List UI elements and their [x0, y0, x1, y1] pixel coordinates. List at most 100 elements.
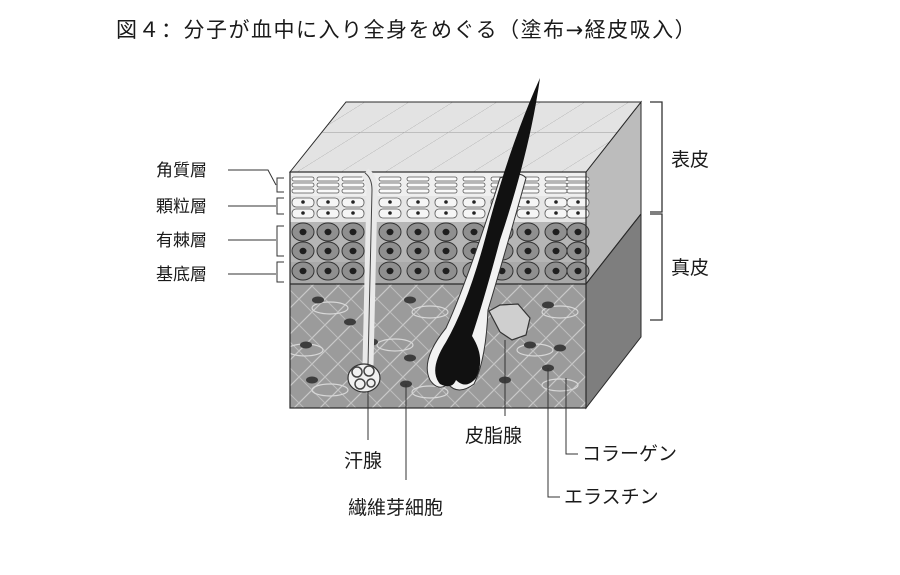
label-elastin: エラスチン	[564, 486, 659, 508]
corneum-cell	[462, 176, 486, 182]
label-collagen: コラーゲン	[582, 443, 677, 465]
corneum-cell	[316, 182, 340, 188]
collagen-fiber	[541, 378, 579, 392]
granular-nucleus	[554, 211, 558, 215]
corneum-cell	[462, 188, 486, 194]
cell-nucleus	[524, 228, 532, 236]
fibroblast-cell	[300, 341, 312, 349]
granular-nucleus	[301, 211, 305, 215]
granular-nucleus	[576, 211, 580, 215]
cell-nucleus	[442, 228, 450, 236]
label-dermis: 真皮	[671, 257, 709, 279]
corneum-cell	[406, 176, 430, 182]
granular-nucleus	[326, 211, 330, 215]
corneum-cell	[291, 188, 315, 194]
corneum-cell	[566, 176, 590, 182]
cell-nucleus	[442, 267, 450, 275]
bracket-granulosum	[276, 197, 284, 215]
cell-nucleus	[414, 228, 422, 236]
label-epidermis: 表皮	[671, 149, 709, 171]
sweat-gland-coil	[347, 363, 381, 393]
cell-nucleus	[442, 247, 450, 255]
corneum-cell	[566, 188, 590, 194]
cell-nucleus	[574, 247, 582, 255]
cell-nucleus	[552, 228, 560, 236]
label-corneum: 角質層	[156, 161, 207, 181]
cell-nucleus	[552, 247, 560, 255]
fibroblast-cell	[404, 354, 416, 362]
label-basale: 基底層	[156, 265, 207, 285]
cell-nucleus	[386, 247, 394, 255]
corneum-cell	[406, 182, 430, 188]
sebaceous-gland	[488, 303, 531, 341]
corneum-cell	[544, 176, 568, 182]
corneum-cell	[291, 176, 315, 182]
leader-elastin	[547, 368, 560, 498]
cell-nucleus	[386, 267, 394, 275]
cell-nucleus	[574, 267, 582, 275]
fibroblast-cell	[312, 296, 324, 304]
leader-collagen	[565, 378, 578, 455]
granular-nucleus	[416, 211, 420, 215]
collagen-fiber	[376, 338, 414, 352]
fibroblast-cell	[524, 341, 536, 349]
cell-nucleus	[524, 247, 532, 255]
leader-corneum	[228, 169, 277, 186]
corneum-cell	[378, 188, 402, 194]
corneum-cell	[566, 182, 590, 188]
corneum-cell	[434, 188, 458, 194]
label-spinosum: 有棘層	[156, 231, 207, 251]
granular-nucleus	[301, 200, 305, 204]
granular-nucleus	[554, 200, 558, 204]
epidermis-brace	[650, 101, 663, 213]
corneum-cell	[341, 188, 365, 194]
granular-nucleus	[351, 200, 355, 204]
collagen-fiber	[541, 305, 579, 319]
cell-nucleus	[414, 267, 422, 275]
granular-nucleus	[416, 200, 420, 204]
skin-surface	[288, 101, 643, 173]
collagen-fiber	[411, 385, 449, 399]
collagen-fiber	[311, 301, 349, 315]
fibroblast-cell	[344, 318, 356, 326]
cell-nucleus	[470, 228, 478, 236]
cell-nucleus	[524, 267, 532, 275]
label-sebaceous-gland: 皮脂腺	[465, 425, 522, 447]
granular-nucleus	[526, 211, 530, 215]
cell-nucleus	[349, 267, 357, 275]
corneum-cell	[434, 182, 458, 188]
label-granulosum: 顆粒層	[156, 197, 207, 217]
corneum-cell	[544, 188, 568, 194]
corneum-cell	[341, 176, 365, 182]
corneum-cell	[544, 182, 568, 188]
granular-nucleus	[388, 200, 392, 204]
fibroblast-cell	[542, 301, 554, 309]
hair	[435, 78, 540, 387]
corneum-cell	[378, 176, 402, 182]
fibroblast-cell	[306, 376, 318, 384]
corneum-cell	[378, 182, 402, 188]
cell-nucleus	[299, 247, 307, 255]
cell-nucleus	[349, 247, 357, 255]
corneum-cell	[316, 176, 340, 182]
diagram-title: 図４：分子が血中に入り全身をめぐる（塗布→経皮吸入）	[116, 18, 698, 42]
corneum-cell	[291, 182, 315, 188]
cell-nucleus	[299, 228, 307, 236]
cell-nucleus	[349, 228, 357, 236]
collagen-fiber	[411, 305, 449, 319]
cell-nucleus	[574, 228, 582, 236]
dermis-brace	[650, 213, 663, 321]
fibroblast-cell	[404, 296, 416, 304]
corneum-cell	[316, 188, 340, 194]
bracket-spinosum	[276, 225, 284, 257]
corneum-cell	[462, 182, 486, 188]
cell-nucleus	[386, 228, 394, 236]
granular-nucleus	[444, 200, 448, 204]
cell-nucleus	[324, 267, 332, 275]
granular-nucleus	[526, 200, 530, 204]
cell-nucleus	[414, 247, 422, 255]
corneum-cell	[341, 182, 365, 188]
bracket-basale	[276, 261, 284, 283]
cell-nucleus	[324, 247, 332, 255]
granular-nucleus	[326, 200, 330, 204]
